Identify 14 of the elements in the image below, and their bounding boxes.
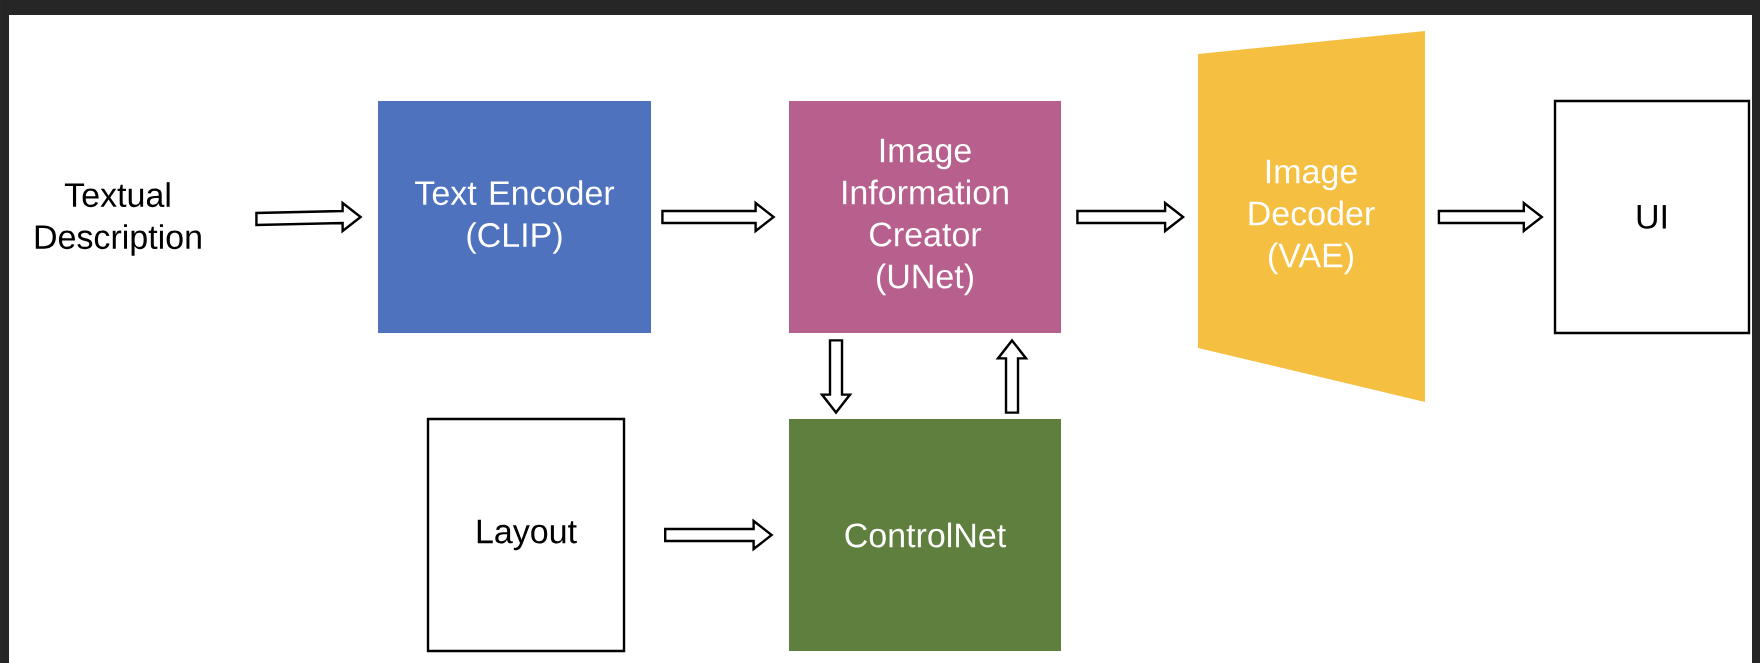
block-arrow <box>255 200 363 234</box>
block-arrow <box>661 200 776 234</box>
block-arrow <box>1437 200 1544 234</box>
input-text: Textual Description <box>35 182 201 256</box>
output-box: UI <box>1553 99 1751 335</box>
block-arrow <box>819 339 853 415</box>
decoder-trapezoid: Image Decoder (VAE) <box>1198 31 1425 402</box>
block-arrow <box>1076 200 1186 234</box>
block-arrow <box>995 338 1029 414</box>
creator-box: Image Information Creator (UNet) <box>789 101 1061 333</box>
encoder-box: Text Encoder (CLIP) <box>378 101 651 333</box>
controlnet-box: ControlNet <box>789 419 1061 651</box>
block-arrow <box>664 518 774 552</box>
input-box: Layout <box>426 417 626 653</box>
